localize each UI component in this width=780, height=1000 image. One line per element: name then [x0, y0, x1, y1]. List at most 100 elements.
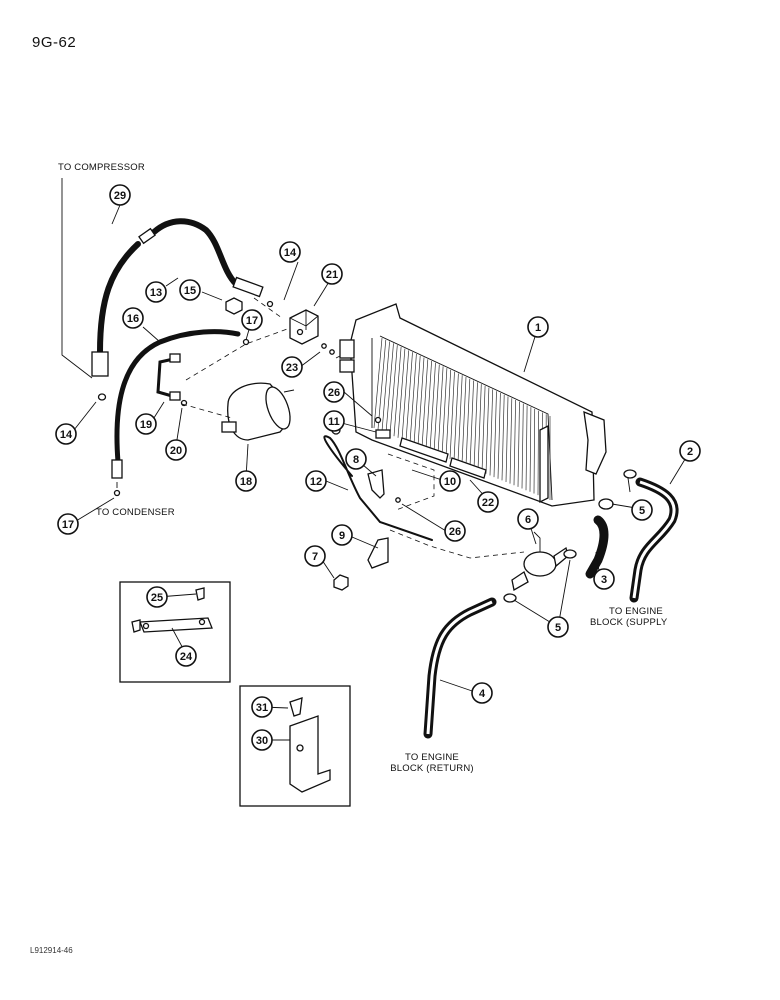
svg-text:24: 24: [180, 651, 193, 663]
to-compressor-label: TO COMPRESSOR: [58, 162, 145, 173]
svg-text:17: 17: [62, 519, 74, 531]
callout-17-lower: 17: [57, 513, 79, 535]
to-engine-return-label: TO ENGINE BLOCK (RETURN): [384, 752, 480, 774]
hose-16: [114, 329, 241, 465]
nut-7: [333, 574, 349, 591]
inset-bracket-24: [119, 581, 231, 683]
callout-14-upper: 14: [279, 241, 301, 263]
callout-25: 25: [146, 586, 168, 608]
assembly-line-drier: [181, 403, 233, 419]
svg-text:30: 30: [256, 735, 268, 747]
callout-22: 22: [477, 491, 499, 513]
to-engine-supply-line2: BLOCK (SUPPLY: [590, 617, 668, 628]
hose-clamp-5-return: [503, 593, 517, 603]
callout-14-lower: 14: [55, 423, 77, 445]
callout-19: 19: [135, 413, 157, 435]
callout-7: 7: [304, 545, 326, 567]
svg-text:6: 6: [525, 514, 531, 526]
foam-strip-22b: [449, 457, 487, 479]
o-ring-23a: [321, 343, 327, 349]
hose-3: [585, 515, 609, 579]
svg-text:31: 31: [256, 702, 268, 714]
screw-31: [289, 697, 303, 717]
bracket-8: [367, 469, 385, 499]
callout-13: 13: [145, 281, 167, 303]
callout-11: 11: [323, 410, 345, 432]
o-ring-17-upper: [242, 338, 250, 346]
svg-text:18: 18: [240, 476, 252, 488]
callout-26-upper: 26: [323, 381, 345, 403]
svg-text:17: 17: [246, 315, 258, 327]
svg-text:2: 2: [687, 446, 693, 458]
callout-3: 3: [593, 568, 615, 590]
tube-19-fitting-lower: [169, 391, 181, 401]
figure-code: L912914-46: [30, 946, 73, 955]
svg-text:14: 14: [60, 429, 73, 441]
hose-13-upper-section: [151, 218, 239, 287]
callout-9: 9: [331, 524, 353, 546]
svg-text:10: 10: [444, 476, 456, 488]
svg-text:3: 3: [601, 574, 607, 586]
svg-text:26: 26: [449, 526, 461, 538]
o-ring-23b: [329, 349, 335, 355]
page-number: 9G-62: [32, 34, 77, 51]
hose-13-coupler: [138, 227, 156, 245]
callout-21: 21: [321, 263, 343, 285]
callout-29: 29: [109, 184, 131, 206]
o-ring-14-upper: [266, 300, 274, 308]
water-valve-6: [511, 531, 569, 592]
callout-1: 1: [527, 316, 549, 338]
assembly-line-valve-6: [389, 529, 525, 559]
svg-text:5: 5: [639, 505, 645, 517]
heater-core-outlet-pipe: [583, 410, 607, 475]
heater-core-fitting-lower: [339, 359, 355, 373]
svg-text:13: 13: [150, 287, 162, 299]
tube-19-fitting-upper: [169, 353, 181, 363]
callout-10: 10: [439, 470, 461, 492]
nut-15: [225, 297, 243, 315]
svg-text:14: 14: [284, 247, 297, 259]
to-engine-supply-label: TO ENGINE BLOCK (SUPPLY: [590, 606, 667, 628]
callout-2: 2: [679, 440, 701, 462]
expansion-valve-21: [289, 309, 319, 345]
tube-19: [156, 356, 180, 398]
svg-text:23: 23: [286, 362, 298, 374]
svg-text:12: 12: [310, 476, 322, 488]
callout-8: 8: [345, 448, 367, 470]
svg-text:1: 1: [535, 322, 541, 334]
svg-text:19: 19: [140, 419, 152, 431]
to-condenser-label: TO CONDENSER: [96, 507, 175, 518]
to-engine-return-line1: TO ENGINE: [405, 752, 459, 763]
hose-16-fitting: [111, 459, 123, 479]
hose-clamp-5-supply: [598, 498, 614, 510]
to-engine-return-line2: BLOCK (RETURN): [390, 763, 474, 774]
callout-17-upper: 17: [241, 309, 263, 331]
screw-25-upper: [195, 587, 205, 601]
hose-clamp-5-valve: [563, 549, 577, 559]
svg-text:5: 5: [555, 622, 561, 634]
callout-20: 20: [165, 439, 187, 461]
callout-30: 30: [251, 729, 273, 751]
callout-18: 18: [235, 470, 257, 492]
screw-26-lower: [395, 497, 401, 503]
svg-text:4: 4: [479, 688, 486, 700]
to-engine-supply-line1: TO ENGINE: [609, 606, 663, 617]
svg-text:7: 7: [312, 551, 318, 563]
svg-text:9: 9: [339, 530, 345, 542]
callout-15: 15: [179, 279, 201, 301]
callout-26-lower: 26: [444, 520, 466, 542]
callout-4: 4: [471, 682, 493, 704]
clip-11: [375, 429, 391, 439]
svg-text:15: 15: [184, 285, 196, 297]
assembly-line-valve: [185, 327, 291, 381]
to-compressor-leader: [61, 178, 93, 379]
svg-text:11: 11: [328, 416, 340, 428]
callout-31: 31: [251, 696, 273, 718]
svg-text:22: 22: [482, 497, 494, 509]
o-ring-14-lower: [97, 393, 107, 401]
callout-5-lower: 5: [547, 616, 569, 638]
callout-12: 12: [305, 470, 327, 492]
svg-text:20: 20: [170, 445, 182, 457]
assembly-line-clip: [387, 453, 435, 511]
